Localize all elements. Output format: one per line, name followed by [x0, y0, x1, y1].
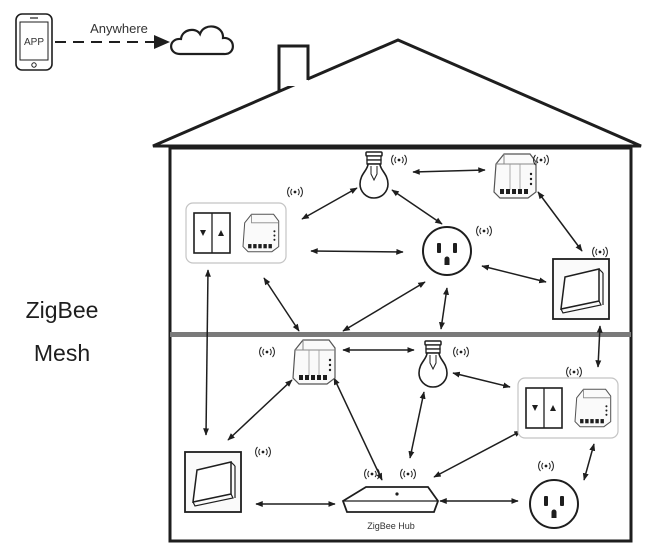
cloud-icon [170, 25, 234, 56]
app-label: APP [24, 37, 44, 48]
mesh-links [203, 167, 603, 507]
relay-module-icon-lower [292, 339, 336, 385]
relay-module-icon-upper [493, 153, 537, 199]
floor-divider [170, 332, 631, 337]
anywhere-arrow-head [154, 35, 170, 49]
zigbee-hub-icon [341, 486, 440, 513]
wall-switch-icon-upper [552, 258, 610, 320]
curtain-switch-icon-upper [185, 202, 287, 264]
smartphone-icon [15, 13, 53, 71]
anywhere-label: Anywhere [90, 21, 148, 36]
wall-socket-icon-lower [529, 479, 579, 529]
wall-switch-icon-lower [184, 451, 242, 513]
title-line2: Mesh [34, 340, 90, 366]
wall-socket-icon-upper [422, 226, 472, 276]
title-line1: ZigBee [26, 297, 99, 323]
curtain-switch-icon-lower [517, 377, 619, 439]
hub-label: ZigBee Hub [367, 521, 415, 531]
